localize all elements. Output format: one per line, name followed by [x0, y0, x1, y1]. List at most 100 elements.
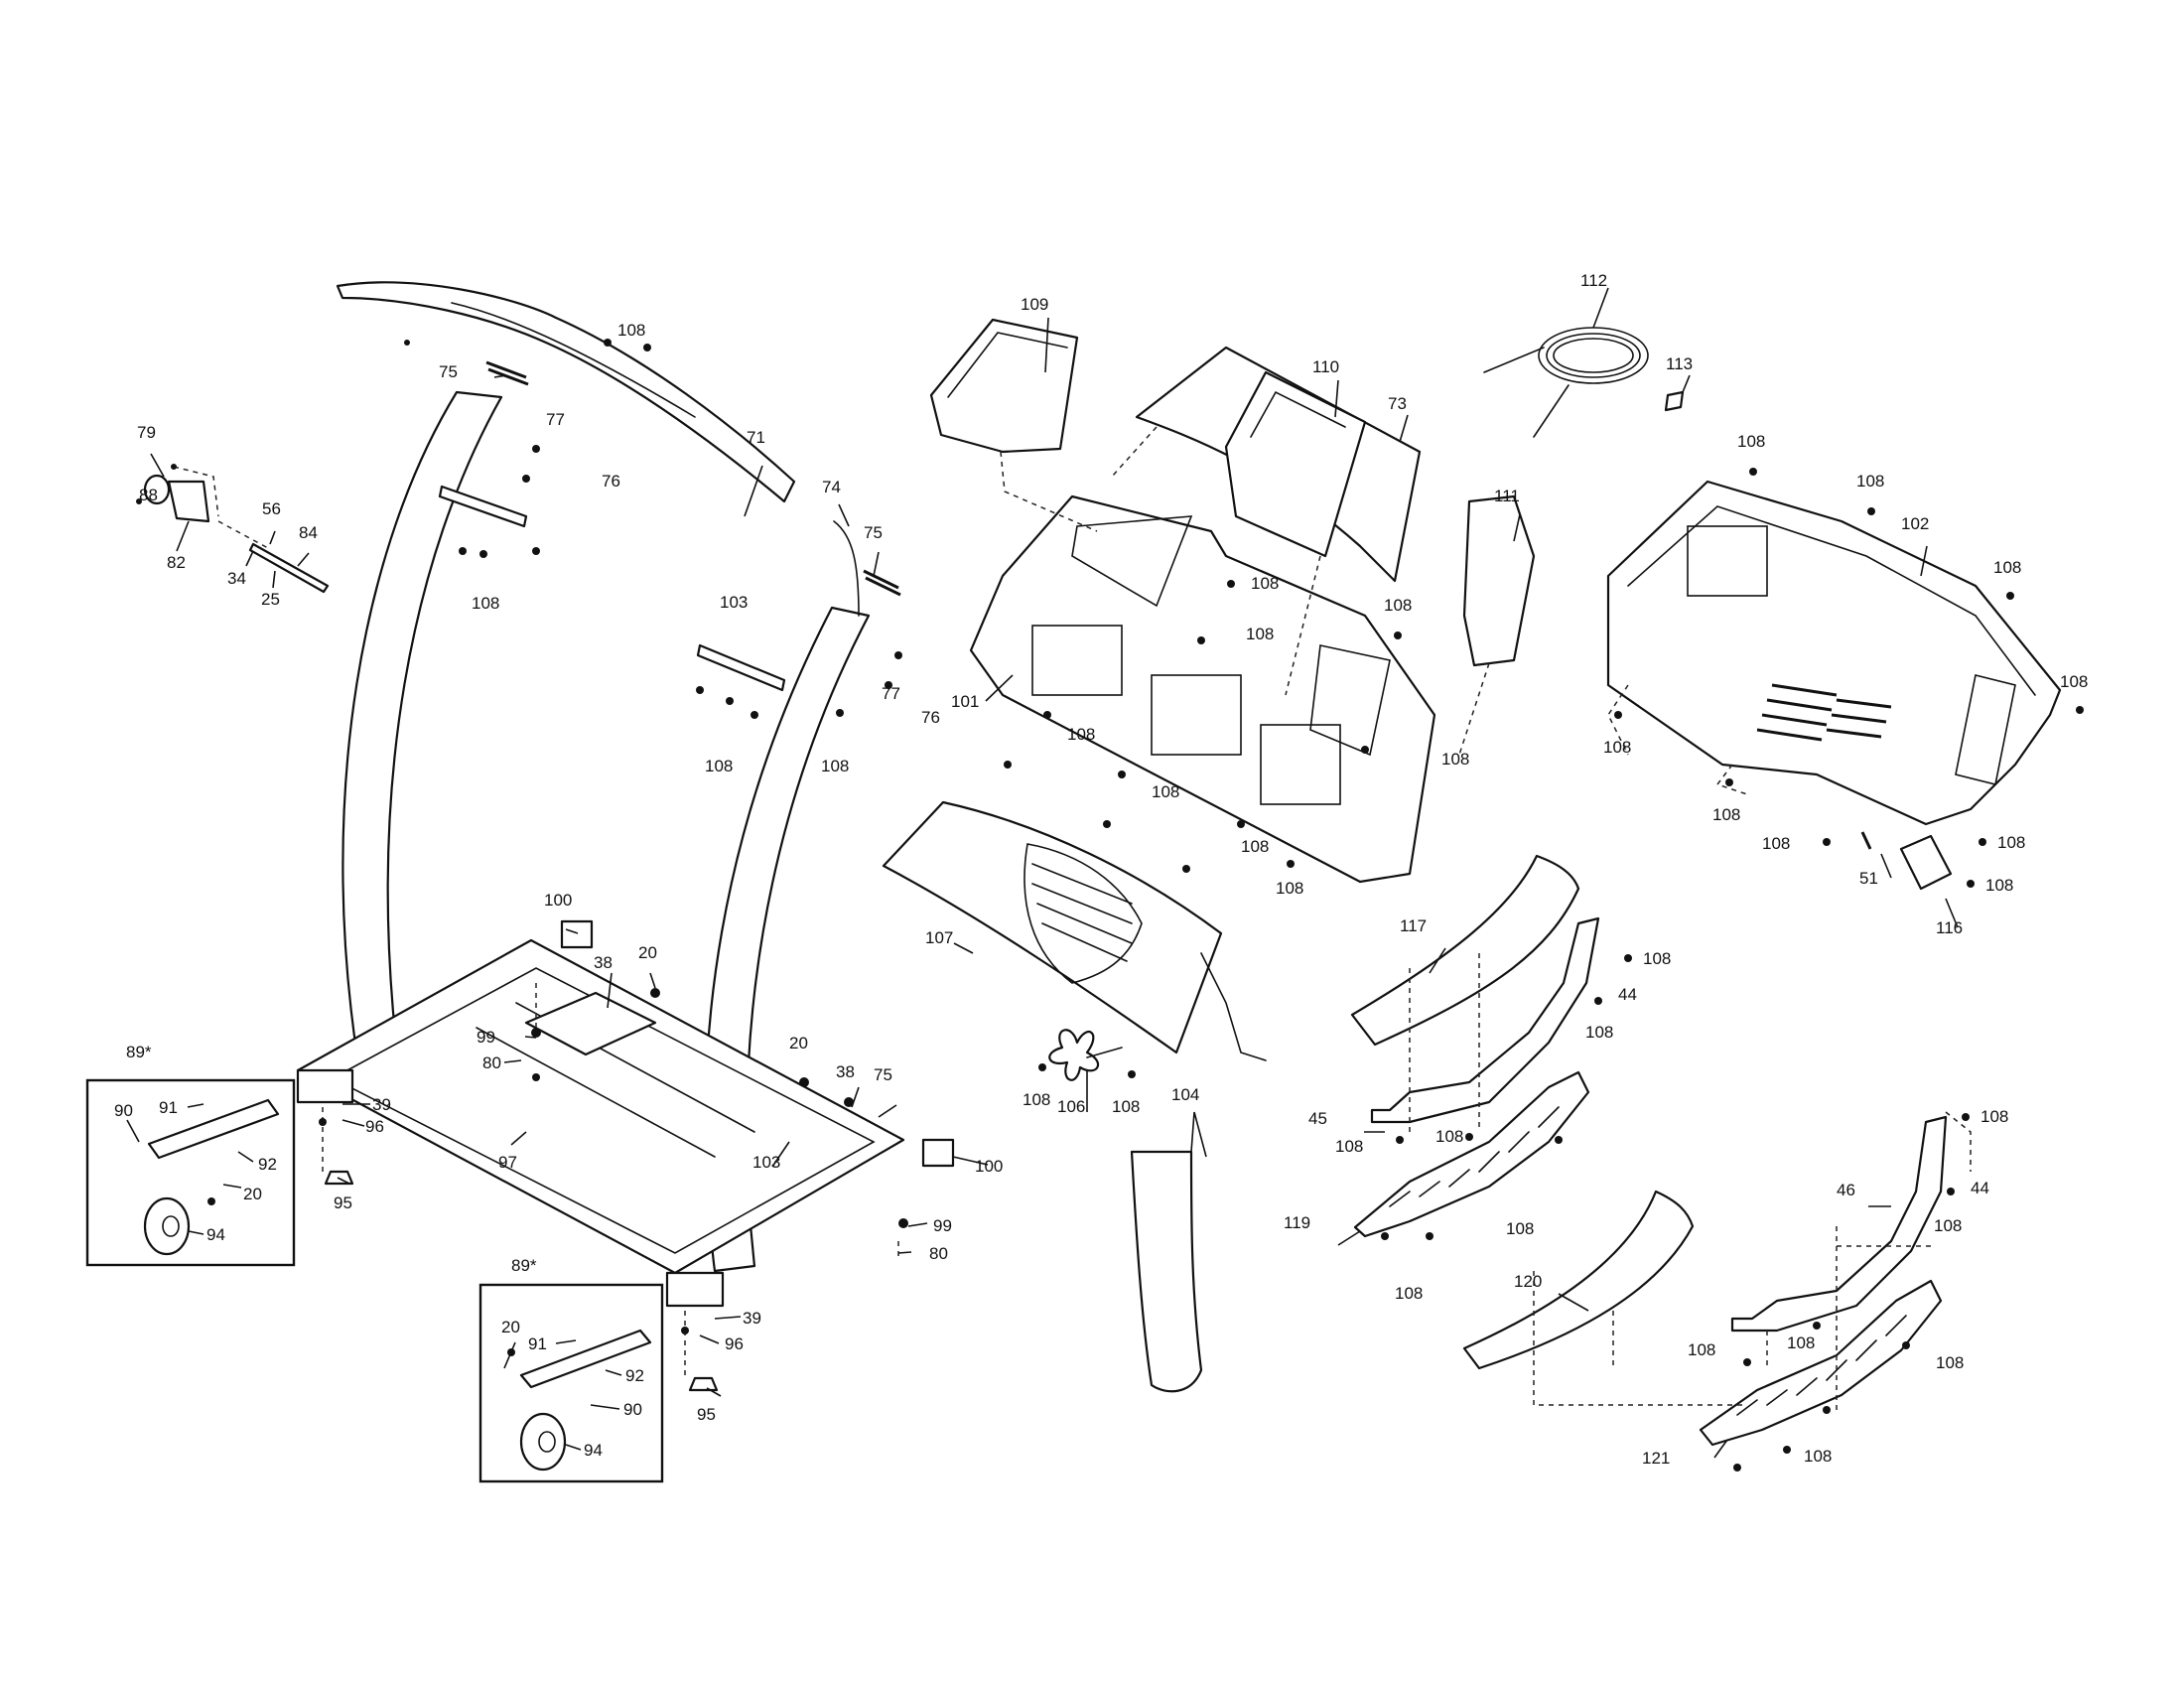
callout-labels: 109 110 73 112 113 111 102 101 107 106 1… — [114, 271, 2088, 1468]
callout-95-b: 95 — [697, 1405, 716, 1424]
bracket-part-75-right — [863, 569, 901, 597]
cable-coil-part-112 — [1538, 327, 1649, 384]
callout-71: 71 — [747, 428, 765, 447]
motor-hood-assembly — [882, 800, 1267, 1393]
callout-111: 111 — [1494, 487, 1520, 505]
callout-96-b: 96 — [725, 1334, 744, 1353]
callout-108: 108 — [472, 594, 499, 613]
callout-119: 119 — [1284, 1213, 1310, 1232]
callout-117: 117 — [1400, 916, 1427, 935]
callout-108: 108 — [1712, 805, 1740, 824]
fan-part-106 — [1048, 1029, 1100, 1081]
callout-84: 84 — [299, 523, 318, 542]
callout-107: 107 — [925, 928, 953, 947]
pulley-bracket-part-82 — [167, 480, 210, 523]
bracket-upper-right — [696, 643, 786, 692]
callout-75-c: 75 — [874, 1065, 892, 1084]
callout-108: 108 — [1993, 558, 2021, 577]
callout-121: 121 — [1642, 1449, 1670, 1468]
callout-108: 108 — [1804, 1447, 1832, 1466]
callout-108: 108 — [1384, 596, 1412, 615]
cup-holder-part-111 — [1462, 494, 1536, 667]
callout-20-a: 20 — [638, 943, 657, 962]
callout-20-b: 20 — [789, 1034, 808, 1052]
callout-103-a: 103 — [720, 593, 748, 612]
callout-51: 51 — [1859, 869, 1878, 888]
callout-89-a: 89* — [126, 1043, 152, 1061]
callout-73: 73 — [1388, 394, 1407, 413]
callout-20-c: 20 — [243, 1185, 262, 1203]
rail-part-45 — [1370, 916, 1600, 1124]
wire-part-74 — [833, 520, 860, 617]
callout-91-b: 91 — [528, 1334, 547, 1353]
console-shroud-part-102 — [1606, 480, 2062, 826]
callout-108: 108 — [1435, 1127, 1463, 1146]
callout-100-b: 100 — [975, 1157, 1003, 1176]
callout-108: 108 — [1067, 725, 1095, 744]
spring-part-51 — [1860, 831, 1872, 850]
callout-95-a: 95 — [334, 1193, 352, 1212]
callout-108: 108 — [1276, 879, 1303, 898]
callout-92-b: 92 — [625, 1366, 644, 1385]
callout-108: 108 — [617, 321, 645, 340]
callout-20-d: 20 — [501, 1318, 520, 1336]
callout-104: 104 — [1171, 1085, 1199, 1104]
callout-108: 108 — [1737, 432, 1765, 451]
callout-74: 74 — [822, 478, 841, 496]
callout-101: 101 — [951, 692, 979, 711]
callout-80-a: 80 — [482, 1053, 501, 1072]
callout-96-a: 96 — [365, 1117, 384, 1136]
tray-part-109 — [929, 318, 1079, 454]
callout-34: 34 — [227, 569, 246, 588]
callout-108: 108 — [1152, 782, 1179, 801]
callout-91-a: 91 — [159, 1098, 178, 1117]
callout-102: 102 — [1901, 514, 1929, 533]
foot-part-95-right — [688, 1376, 719, 1392]
callout-97: 97 — [498, 1153, 517, 1172]
rail-cover-part-120 — [1462, 1190, 1695, 1370]
clip-part-113 — [1664, 390, 1685, 412]
callout-56: 56 — [262, 499, 281, 518]
pulley-part-88 — [143, 474, 171, 505]
callout-108: 108 — [1934, 1216, 1962, 1235]
callout-90-a: 90 — [114, 1101, 133, 1120]
callout-25: 25 — [261, 590, 280, 609]
upright-frame-assembly — [85, 281, 955, 1483]
callout-120: 120 — [1514, 1272, 1542, 1291]
callout-108: 108 — [1112, 1097, 1140, 1116]
callout-106: 106 — [1057, 1097, 1085, 1116]
callout-99-a: 99 — [477, 1028, 495, 1047]
bracket-upper-left — [438, 485, 528, 528]
rail-part-46 — [1730, 1115, 1948, 1333]
handlebar-part-71 — [336, 281, 796, 503]
callout-108: 108 — [1688, 1340, 1715, 1359]
assembly-guide-lines — [173, 426, 1972, 1410]
callout-76-a: 76 — [602, 472, 620, 491]
callout-108: 108 — [1856, 472, 1884, 491]
wheel-part-94-left — [143, 1196, 191, 1256]
callout-89-b: 89* — [511, 1256, 537, 1275]
callout-94-b: 94 — [584, 1441, 603, 1460]
callout-108: 108 — [1985, 876, 2013, 895]
callout-108: 108 — [1762, 834, 1790, 853]
callout-110: 110 — [1312, 357, 1339, 376]
callout-108: 108 — [1643, 949, 1671, 968]
callout-108: 108 — [1023, 1090, 1050, 1109]
callout-108: 108 — [1335, 1137, 1363, 1156]
callout-76-b: 76 — [921, 708, 940, 727]
callout-45: 45 — [1308, 1109, 1327, 1128]
callout-108: 108 — [1251, 574, 1279, 593]
callout-108: 108 — [1506, 1219, 1534, 1238]
bracket-part-116 — [1899, 834, 1953, 891]
callout-38-a: 38 — [594, 953, 613, 972]
callout-108: 108 — [1980, 1107, 2008, 1126]
callout-113: 113 — [1666, 354, 1693, 373]
callout-108: 108 — [1787, 1333, 1815, 1352]
callout-90-b: 90 — [623, 1400, 642, 1419]
rail-cover-part-117 — [1350, 854, 1580, 1047]
callout-108: 108 — [821, 757, 849, 775]
callout-77-a: 77 — [546, 410, 565, 429]
callout-108: 108 — [2060, 672, 2088, 691]
callout-109: 109 — [1021, 295, 1048, 314]
pad-part-100-right — [921, 1138, 955, 1168]
